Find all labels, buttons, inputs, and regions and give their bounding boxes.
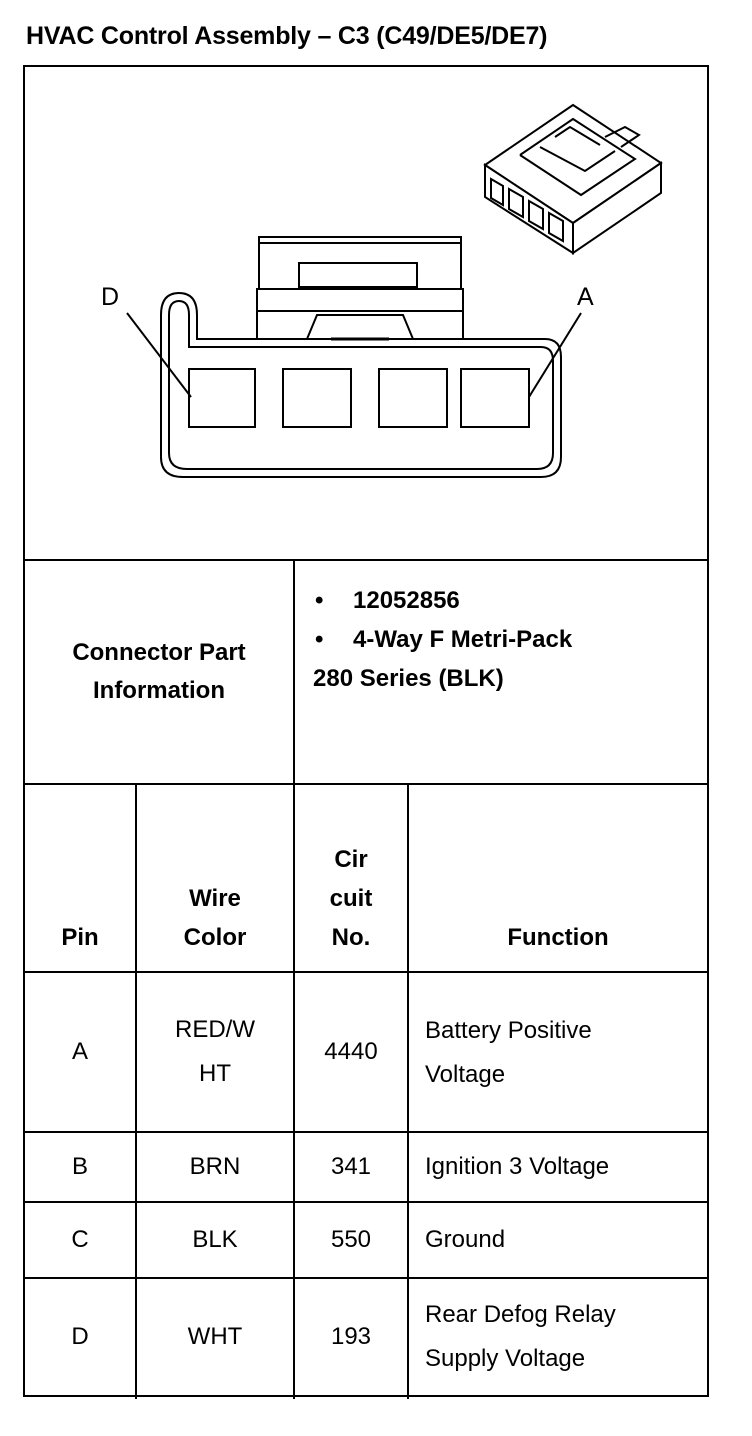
connector-table-frame: D A Connector Part Information •12052856… <box>23 65 709 1399</box>
pin-a-label: A <box>577 283 594 311</box>
divider-line <box>25 1277 707 1279</box>
header-pin: Pin <box>61 924 99 951</box>
connector-face-outline <box>160 236 562 478</box>
divider-line <box>293 559 295 1399</box>
pin-d-leader-line <box>126 312 192 398</box>
divider-line <box>25 1131 707 1133</box>
part-number: •12052856 <box>315 587 460 614</box>
table-row-function: Ground <box>425 1226 506 1253</box>
divider-line <box>25 559 707 561</box>
table-row-wire-color: BRN <box>189 1153 241 1180</box>
table-row-function: Ignition 3 Voltage <box>425 1153 610 1180</box>
table-row-function: Rear Defog Relay Supply Voltage <box>425 1301 616 1372</box>
table-row-wire-color: BLK <box>192 1226 238 1253</box>
table-row-circuit: 341 <box>330 1153 372 1180</box>
table-row-pin: A <box>71 1038 88 1065</box>
divider-line <box>135 783 137 1399</box>
divider-line <box>25 1201 707 1203</box>
header-function: Function <box>507 924 609 951</box>
page-title: HVAC Control Assembly – C3 (C49/DE5/DE7) <box>26 22 548 50</box>
table-row-wire-color: WHT <box>187 1323 243 1350</box>
connector-isometric-icon <box>483 103 663 255</box>
pin-d-label: D <box>101 283 119 311</box>
table-row-pin: C <box>71 1226 89 1253</box>
connector-face-diagram: D A <box>101 103 663 478</box>
table-row-function: Battery Positive Voltage <box>425 1017 592 1088</box>
pin-a-leader-line <box>528 312 582 398</box>
table-row-circuit: 4440 <box>324 1038 378 1065</box>
part-info-label: Connector Part Information <box>72 639 246 704</box>
divider-line <box>407 783 409 1399</box>
header-wire-color: Wire Color <box>183 885 247 951</box>
connector-description: •4-Way F Metri-Pack <box>315 626 573 653</box>
table-row-circuit: 193 <box>330 1323 372 1350</box>
part-info-details: •12052856 •4-Way F Metri-Pack 280 Series… <box>313 581 572 698</box>
table-row-pin: B <box>71 1153 88 1180</box>
header-circuit-number: Cir cuit No. <box>329 846 373 951</box>
table-row-pin: D <box>71 1323 89 1350</box>
divider-line <box>25 971 707 973</box>
connector-series: 280 Series (BLK) <box>313 665 504 692</box>
table-row-circuit: 550 <box>330 1226 372 1253</box>
table-row-wire-color: RED/W HT <box>175 1016 255 1087</box>
divider-line <box>25 783 707 785</box>
